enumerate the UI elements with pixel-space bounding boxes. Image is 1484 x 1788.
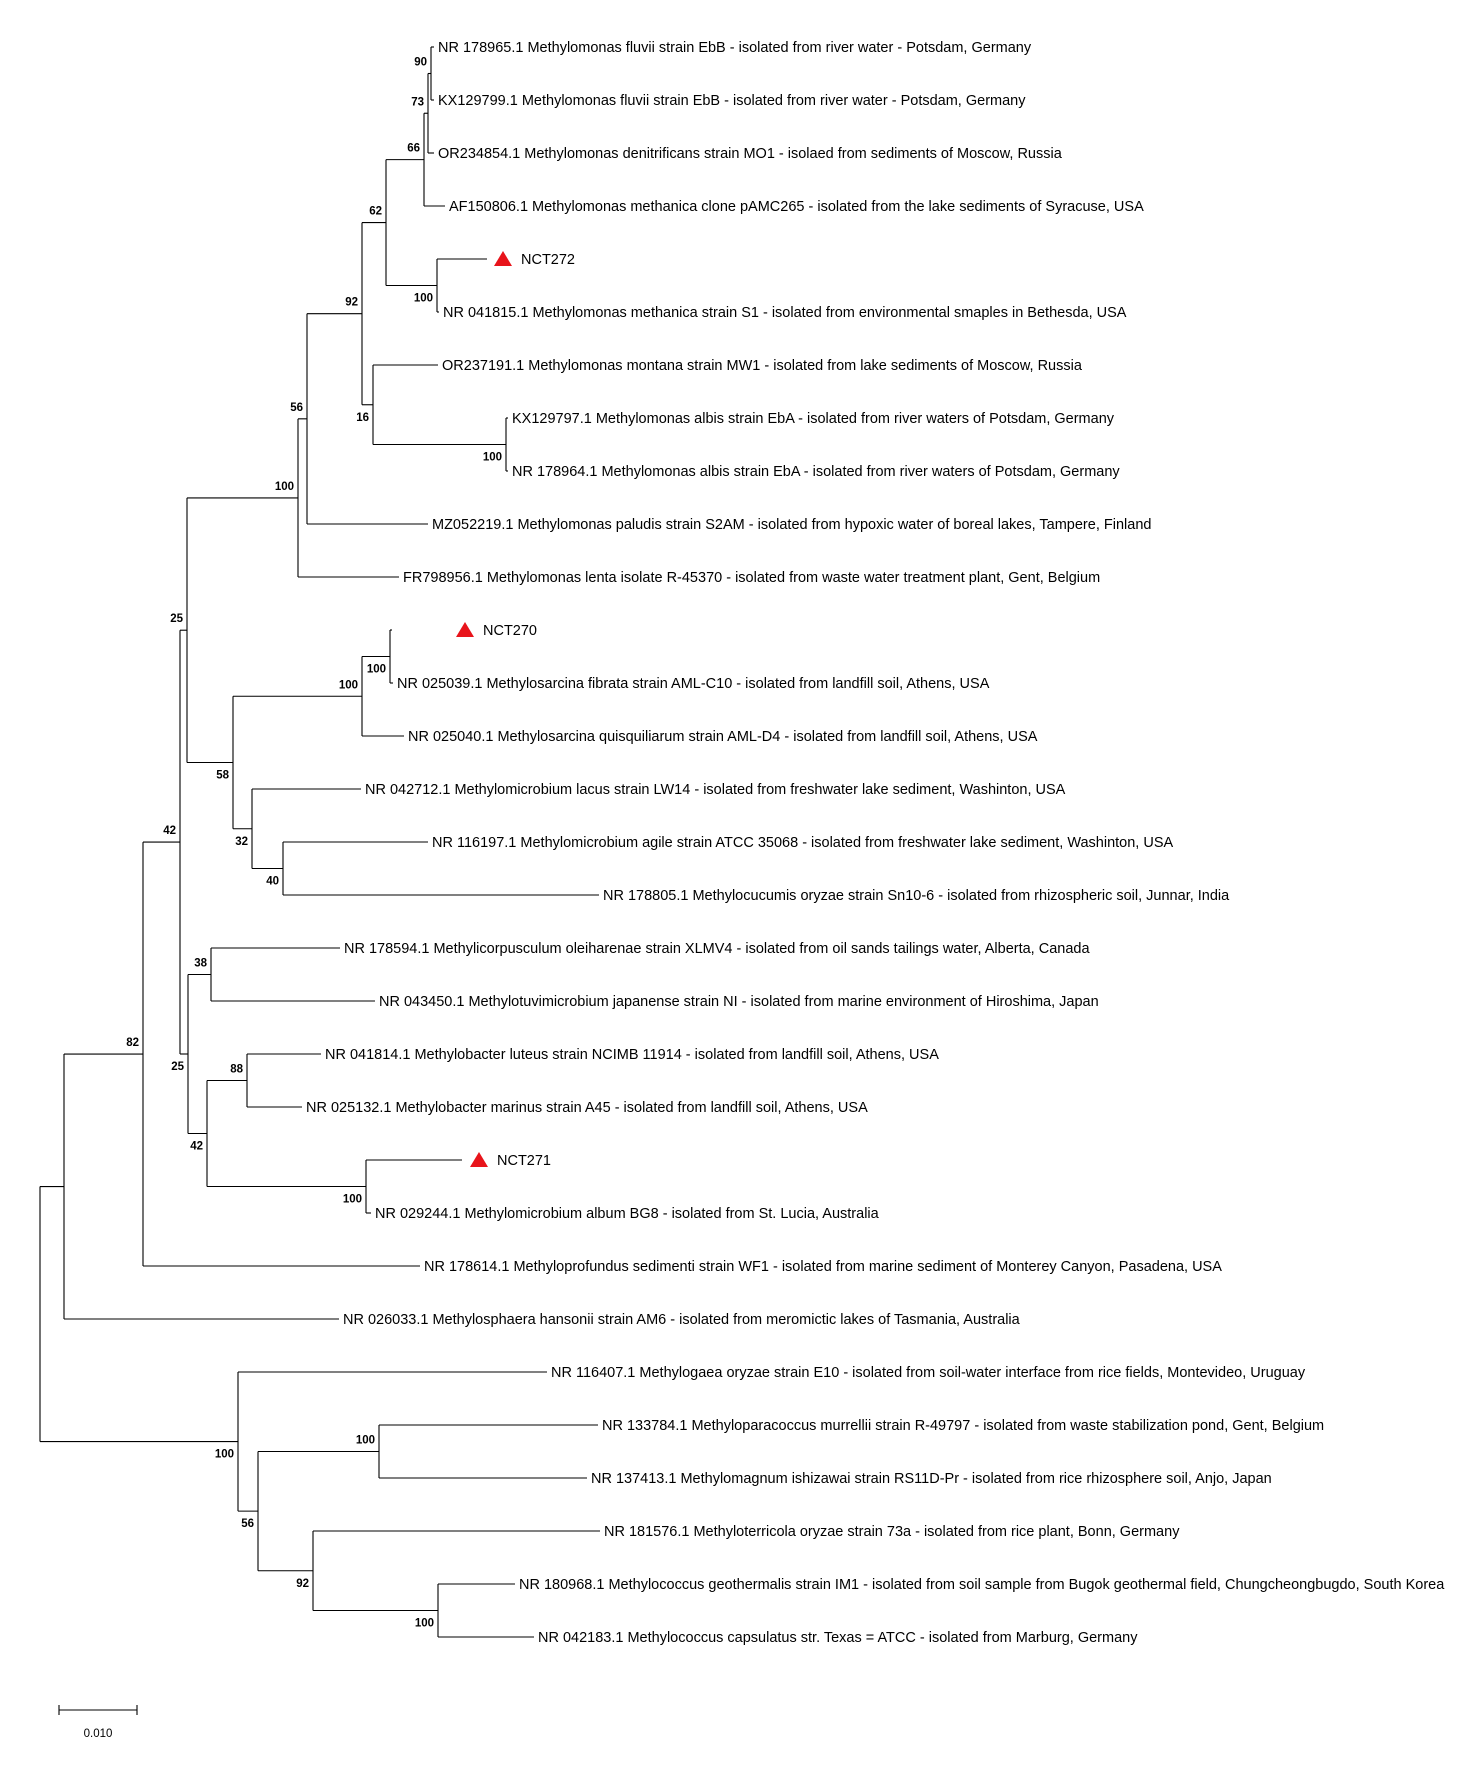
bootstrap-value: 66 bbox=[407, 143, 420, 155]
bootstrap-value: 42 bbox=[190, 1141, 203, 1153]
leaf-label: NR 178614.1 Methyloprofundus sedimenti s… bbox=[424, 1259, 1222, 1275]
bootstrap-value: 88 bbox=[230, 1064, 243, 1076]
bootstrap-value: 100 bbox=[483, 452, 502, 464]
bootstrap-value: 56 bbox=[290, 402, 303, 414]
leaf-label: KX129797.1 Methylomonas albis strain EbA… bbox=[512, 411, 1115, 427]
bootstrap-value: 100 bbox=[415, 1618, 434, 1630]
leaf-label: MZ052219.1 Methylomonas paludis strain S… bbox=[432, 517, 1151, 533]
scale-bar-label: 0.010 bbox=[84, 1728, 113, 1740]
bootstrap-value: 100 bbox=[339, 679, 358, 691]
leaf-label: NR 029244.1 Methylomicrobium album BG8 -… bbox=[375, 1206, 880, 1222]
bootstrap-value: 38 bbox=[194, 958, 207, 970]
leaf-label: AF150806.1 Methylomonas methanica clone … bbox=[449, 199, 1144, 215]
bootstrap-value: 42 bbox=[163, 825, 176, 837]
bootstrap-value: 62 bbox=[369, 206, 382, 218]
bootstrap-value: 82 bbox=[126, 1037, 139, 1049]
leaf-label: OR237191.1 Methylomonas montana strain M… bbox=[442, 358, 1083, 374]
leaf-label: NR 133784.1 Methyloparacoccus murrellii … bbox=[602, 1418, 1324, 1434]
leaf-label: NR 178964.1 Methylomonas albis strain Eb… bbox=[512, 464, 1120, 480]
bootstrap-value: 100 bbox=[356, 1435, 375, 1447]
leaf-label: NR 025040.1 Methylosarcina quisquiliarum… bbox=[408, 729, 1038, 745]
bootstrap-value: 100 bbox=[215, 1449, 234, 1461]
bootstrap-value: 90 bbox=[414, 57, 427, 69]
leaf-label: FR798956.1 Methylomonas lenta isolate R-… bbox=[403, 570, 1100, 586]
bootstrap-value: 100 bbox=[367, 664, 386, 676]
bootstrap-value: 100 bbox=[275, 481, 294, 493]
bootstrap-value: 92 bbox=[345, 297, 358, 309]
leaf-label: NR 116197.1 Methylomicrobium agile strai… bbox=[432, 835, 1173, 851]
bootstrap-value: 32 bbox=[235, 836, 248, 848]
leaf-label: NR 178805.1 Methylocucumis oryzae strain… bbox=[603, 888, 1230, 904]
leaf-label: NR 041814.1 Methylobacter luteus strain … bbox=[325, 1047, 939, 1063]
isolate-marker-triangle-icon bbox=[456, 622, 474, 637]
isolate-marker-triangle-icon bbox=[470, 1152, 488, 1167]
bootstrap-value: 16 bbox=[356, 412, 369, 424]
leaf-label: NR 043450.1 Methylotuvimicrobium japanen… bbox=[379, 994, 1099, 1010]
leaf-label: NR 178594.1 Methylicorpusculum oleiharen… bbox=[344, 941, 1090, 957]
leaf-label: OR234854.1 Methylomonas denitrificans st… bbox=[438, 146, 1063, 162]
leaf-label: NR 042183.1 Methylococcus capsulatus str… bbox=[538, 1630, 1138, 1646]
leaf-label: NR 116407.1 Methylogaea oryzae strain E1… bbox=[551, 1365, 1306, 1381]
isolate-label: NCT272 bbox=[521, 252, 575, 268]
leaf-label: NR 041815.1 Methylomonas methanica strai… bbox=[443, 305, 1127, 321]
isolate-label: NCT271 bbox=[497, 1153, 551, 1169]
bootstrap-value: 92 bbox=[296, 1578, 309, 1590]
leaf-label: NR 178965.1 Methylomonas fluvii strain E… bbox=[438, 40, 1032, 56]
leaf-label: NR 025039.1 Methylosarcina fibrata strai… bbox=[397, 676, 990, 692]
bootstrap-value: 25 bbox=[171, 1061, 184, 1073]
leaf-label: NR 026033.1 Methylosphaera hansonii stra… bbox=[343, 1312, 1021, 1328]
isolate-label: NCT270 bbox=[483, 623, 537, 639]
bootstrap-value: 100 bbox=[343, 1194, 362, 1206]
leaf-label: NR 137413.1 Methylomagnum ishizawai stra… bbox=[591, 1471, 1272, 1487]
bootstrap-value: 73 bbox=[411, 96, 424, 108]
bootstrap-value: 25 bbox=[170, 613, 183, 625]
isolate-marker-triangle-icon bbox=[494, 251, 512, 266]
bootstrap-value: 100 bbox=[414, 293, 433, 305]
bootstrap-value: 56 bbox=[241, 1518, 254, 1530]
leaf-label: NR 181576.1 Methyloterricola oryzae stra… bbox=[604, 1524, 1180, 1540]
leaf-label: KX129799.1 Methylomonas fluvii strain Eb… bbox=[438, 93, 1026, 109]
bootstrap-value: 58 bbox=[216, 770, 229, 782]
leaf-label: NR 025132.1 Methylobacter marinus strain… bbox=[306, 1100, 868, 1116]
bootstrap-value: 40 bbox=[266, 876, 279, 888]
leaf-label: NR 042712.1 Methylomicrobium lacus strai… bbox=[365, 782, 1066, 798]
leaf-label: NR 180968.1 Methylococcus geothermalis s… bbox=[519, 1577, 1445, 1593]
